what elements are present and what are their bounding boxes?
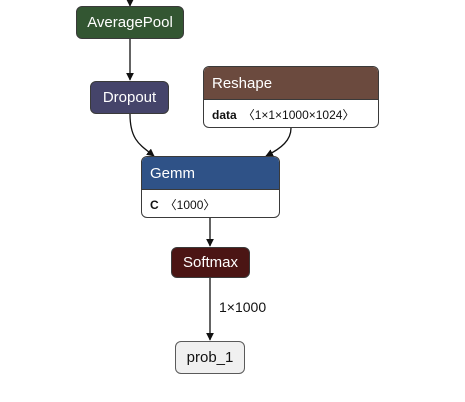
node-softmax-label: Softmax <box>182 254 239 271</box>
node-gemm-label: Gemm <box>150 164 195 182</box>
node-reshape-header: Reshape <box>204 67 378 99</box>
node-averagepool[interactable]: AveragePool <box>76 6 184 39</box>
node-gemm-attribute: C 〈1000〉 <box>142 189 279 217</box>
edge-dropout-to-gemm <box>129 113 155 157</box>
node-reshape[interactable]: Reshape data 〈1×1×1000×1024〉 <box>203 66 379 128</box>
edge-reshape-to-gemm <box>265 127 292 157</box>
node-reshape-label: Reshape <box>212 74 273 92</box>
node-softmax[interactable]: Softmax <box>171 247 250 278</box>
node-averagepool-label: AveragePool <box>87 14 173 31</box>
node-reshape-attr-name: data <box>212 107 237 122</box>
node-output-prob-1[interactable]: prob_1 <box>175 341 245 374</box>
edge-shape-label: 1×1000 <box>219 299 267 315</box>
node-gemm-attr-value: 〈1000〉 <box>164 198 216 212</box>
node-gemm[interactable]: Gemm C 〈1000〉 <box>141 156 280 218</box>
node-output-label: prob_1 <box>186 349 234 366</box>
node-gemm-header: Gemm <box>142 157 279 189</box>
node-gemm-attr-name: C <box>150 197 159 212</box>
node-reshape-attribute: data 〈1×1×1000×1024〉 <box>204 99 378 127</box>
node-reshape-attr-value: 〈1×1×1000×1024〉 <box>242 108 355 122</box>
node-dropout-label: Dropout <box>102 89 157 106</box>
node-dropout[interactable]: Dropout <box>90 81 169 114</box>
